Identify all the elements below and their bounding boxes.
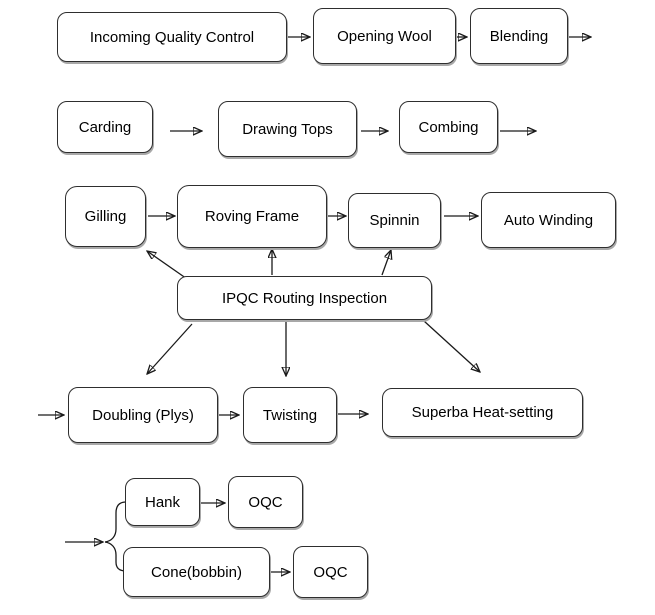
node-gilling: Gilling [65, 186, 146, 247]
node-oqc-after-hank: OQC [228, 476, 303, 528]
node-combing: Combing [399, 101, 498, 153]
arrow-ipqc-to-spinnin [381, 250, 391, 276]
node-spinnin: Spinnin [348, 193, 441, 248]
arrow-ipqc-to-doubling [147, 323, 193, 374]
arrow-ipqc-to-superba [423, 320, 480, 372]
node-ipqc-routing-inspection: IPQC Routing Inspection [177, 276, 432, 320]
node-superba-heat-setting: Superba Heat-setting [382, 388, 583, 437]
node-doubling-plys: Doubling (Plys) [68, 387, 218, 443]
node-opening-wool: Opening Wool [313, 8, 456, 64]
node-hank: Hank [125, 478, 200, 526]
node-drawing-tops: Drawing Tops [218, 101, 357, 157]
node-roving-frame: Roving Frame [177, 185, 327, 248]
fork-branch-up [104, 501, 127, 543]
node-auto-winding: Auto Winding [481, 192, 616, 248]
node-blending: Blending [470, 8, 568, 64]
node-incoming-quality-control: Incoming Quality Control [57, 12, 287, 62]
node-carding: Carding [57, 101, 153, 153]
node-cone-bobbin: Cone(bobbin) [123, 547, 270, 597]
node-twisting: Twisting [243, 387, 337, 443]
node-oqc-after-cone: OQC [293, 546, 368, 598]
fork-branch-down [104, 541, 127, 572]
